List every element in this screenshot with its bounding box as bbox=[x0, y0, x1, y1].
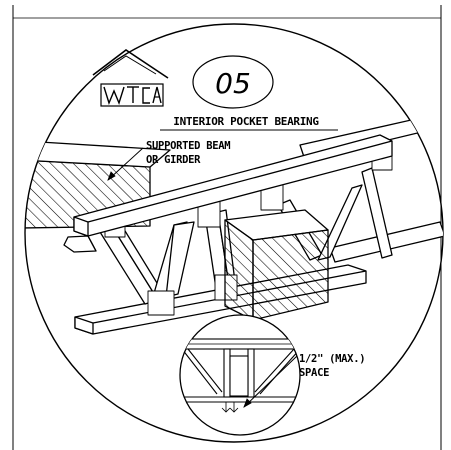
beam-leader bbox=[107, 147, 144, 181]
gap-leader bbox=[243, 355, 298, 408]
beam-callout-line2: OR GIRDER bbox=[146, 154, 201, 166]
wtca-logo bbox=[92, 49, 169, 107]
beam-callout-line1: SUPPORTED BEAM bbox=[146, 140, 230, 152]
bearing-girder bbox=[224, 209, 329, 321]
gap-callout-line1: 1/2" (MAX.) bbox=[299, 353, 365, 365]
top-chord bbox=[63, 134, 393, 253]
detail-number-oval bbox=[192, 55, 274, 109]
truss-assembly bbox=[25, 117, 443, 335]
gap-callout-line2: SPACE bbox=[299, 367, 329, 379]
detail-title: INTERIOR POCKET BEARING bbox=[173, 115, 319, 128]
detail-number: 05 bbox=[215, 67, 251, 100]
inset-detail bbox=[180, 338, 300, 413]
